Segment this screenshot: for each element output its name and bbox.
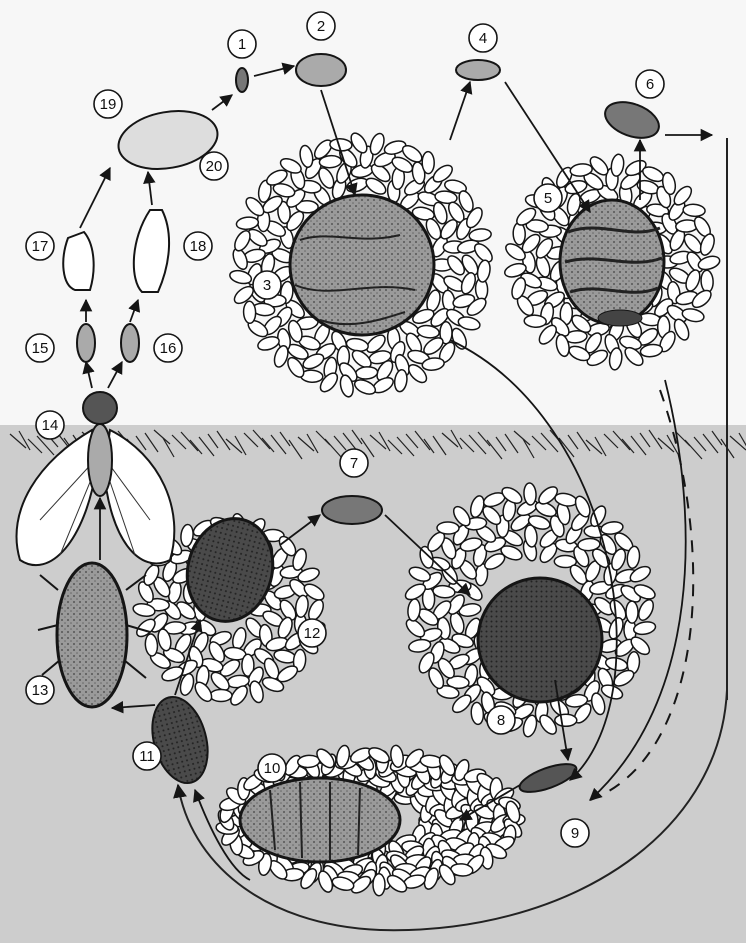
egg — [437, 522, 459, 534]
label-text: 4 — [479, 30, 487, 47]
abdomen-14 — [88, 424, 112, 496]
egg — [701, 270, 714, 293]
label-text: 19 — [100, 96, 117, 113]
egg — [626, 601, 638, 623]
label-text: 3 — [263, 277, 271, 294]
egg-1 — [236, 68, 248, 92]
egg — [373, 874, 385, 896]
label-text: 17 — [32, 238, 49, 255]
label-text: 12 — [304, 625, 321, 642]
label-text: 20 — [206, 158, 223, 175]
adult-body-10 — [240, 778, 400, 862]
label-text: 5 — [544, 190, 552, 207]
nymph-4 — [456, 60, 500, 80]
label-text: 8 — [497, 712, 505, 729]
label-text: 1 — [238, 36, 246, 53]
stage-label-6: 6 — [636, 70, 664, 98]
label-text: 16 — [160, 340, 177, 357]
egg — [524, 315, 547, 328]
stage-label-14: 14 — [36, 411, 64, 439]
stage-label-20: 20 — [200, 152, 228, 180]
label-text: 15 — [32, 340, 49, 357]
label-text: 14 — [42, 417, 59, 434]
stage-label-13: 13 — [26, 676, 54, 704]
morph-17 — [63, 232, 93, 290]
label-text: 13 — [32, 682, 49, 699]
stage-label-10: 10 — [258, 754, 286, 782]
egg-16 — [121, 324, 139, 362]
stage-label-18: 18 — [184, 232, 212, 260]
label-text: 2 — [317, 18, 325, 35]
nymph-2 — [296, 54, 346, 86]
label-text: 18 — [190, 238, 207, 255]
stem-mother-gall-3 — [290, 195, 434, 335]
stage-label-8: 8 — [487, 706, 515, 734]
label-text: 7 — [350, 455, 358, 472]
gall-5-base — [598, 310, 642, 326]
label-text: 11 — [139, 748, 155, 765]
egg — [422, 151, 434, 173]
label-text: 6 — [646, 76, 654, 93]
egg — [555, 714, 577, 726]
body-13 — [57, 563, 127, 707]
stage-label-12: 12 — [298, 619, 326, 647]
stage-label-19: 19 — [94, 90, 122, 118]
label-text: 10 — [264, 760, 281, 777]
stage-label-16: 16 — [154, 334, 182, 362]
egg — [243, 301, 256, 323]
stage-label-17: 17 — [26, 232, 54, 260]
adult-body-8 — [478, 578, 602, 702]
stage-label-9: 9 — [561, 819, 589, 847]
stage-label-2: 2 — [307, 12, 335, 40]
nymph-7 — [322, 496, 382, 524]
thorax-14 — [83, 392, 117, 424]
stage-label-15: 15 — [26, 334, 54, 362]
label-text: 9 — [571, 825, 579, 842]
stage-label-11: 11 — [133, 742, 161, 770]
stage-label-3: 3 — [253, 271, 281, 299]
stage-label-4: 4 — [469, 24, 497, 52]
stage-label-1: 1 — [228, 30, 256, 58]
stage-label-7: 7 — [340, 449, 368, 477]
egg — [513, 223, 526, 245]
stage-label-5: 5 — [534, 184, 562, 212]
egg-15 — [77, 324, 95, 362]
egg — [210, 690, 232, 702]
